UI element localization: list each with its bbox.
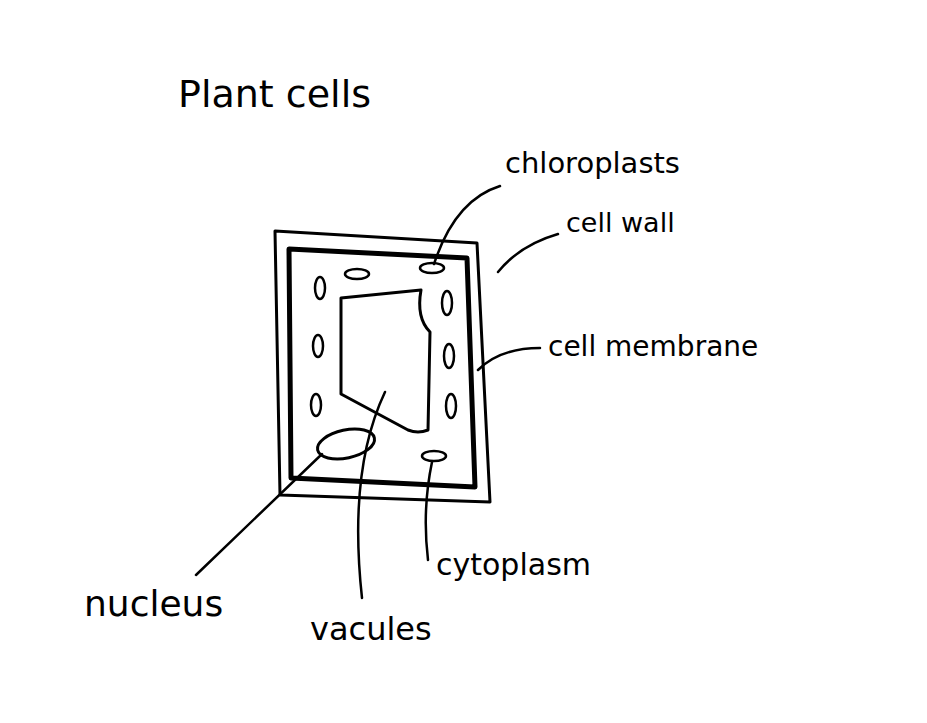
part-label: chloroplasts [505, 148, 680, 180]
part-label: cytoplasm [436, 548, 591, 581]
chloroplast-shape [311, 394, 321, 416]
chloroplast-shape [444, 344, 454, 368]
diagram-title: Plant cells [178, 74, 371, 116]
chloroplast-group [311, 263, 456, 461]
leader-lines [196, 186, 558, 598]
part-label: vacules [310, 612, 432, 647]
chloroplast-shape [420, 263, 444, 273]
chloroplast-shape [315, 277, 325, 299]
chloroplast-shape [422, 451, 446, 461]
leader-line [434, 186, 500, 264]
leader-line [498, 234, 558, 272]
vacuole-shape [341, 290, 430, 432]
leader-line [196, 454, 322, 575]
part-label: cell wall [566, 208, 675, 238]
cell-wall-outline [275, 231, 490, 502]
leader-line [358, 392, 385, 598]
chloroplast-shape [442, 291, 452, 315]
chloroplast-shape [446, 394, 456, 418]
chloroplast-shape [313, 335, 323, 357]
chloroplast-shape [345, 269, 369, 279]
leader-line [478, 348, 540, 370]
leader-line [426, 462, 432, 560]
part-label: nucleus [84, 584, 223, 624]
cell-membrane-outline [289, 249, 475, 487]
part-label: cell membrane [548, 332, 758, 363]
